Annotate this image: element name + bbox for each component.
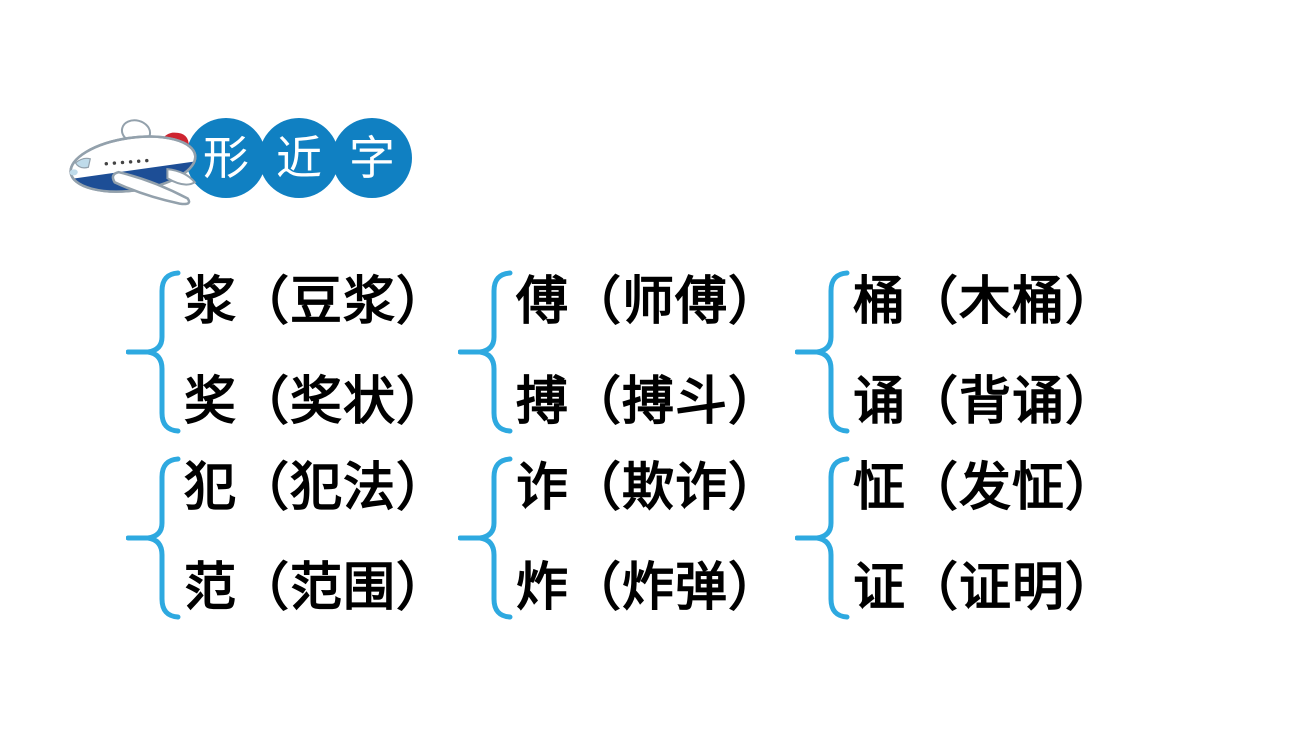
char-pair-line: 奖（奖状）	[184, 373, 450, 431]
char-pair-line: 范（范围）	[184, 559, 450, 617]
pair-lines: 怔（发怔） 证（证明）	[853, 438, 1118, 638]
similar-chars-group: 傅（师傅） 搏（搏斗）	[458, 252, 781, 452]
char-pair-line: 怔（发怔）	[853, 459, 1119, 517]
char-pair-line: 搏（搏斗）	[516, 373, 782, 431]
brace-icon	[795, 270, 850, 434]
plane-icon	[60, 108, 212, 210]
char-pair-line: 诵（背诵）	[853, 373, 1119, 431]
similar-chars-group: 怔（发怔） 证（证明）	[795, 438, 1118, 638]
char-pair-line: 桶（木桶）	[853, 273, 1119, 331]
title-badge: 形 近 字	[186, 118, 412, 198]
title-char: 形	[203, 132, 249, 184]
char-pair-line: 浆（豆浆）	[184, 273, 450, 331]
pair-lines: 桶（木桶） 诵（背诵）	[853, 252, 1118, 452]
brace-icon	[126, 456, 181, 620]
brace-icon	[458, 456, 513, 620]
similar-chars-group: 犯（犯法） 范（范围）	[126, 438, 449, 638]
pair-lines: 诈（欺诈） 炸（炸弹）	[516, 438, 781, 638]
brace-icon	[126, 270, 181, 434]
char-pair-line: 犯（犯法）	[184, 459, 450, 517]
title-circle: 近	[259, 118, 339, 198]
char-pair-line: 傅（师傅）	[516, 273, 782, 331]
title-circle: 字	[332, 118, 412, 198]
title-char: 近	[276, 132, 322, 184]
pair-lines: 犯（犯法） 范（范围）	[184, 438, 449, 638]
char-pair-line: 证（证明）	[853, 559, 1119, 617]
similar-chars-group: 浆（豆浆） 奖（奖状）	[126, 252, 449, 452]
title-char: 字	[349, 132, 395, 184]
similar-chars-group: 诈（欺诈） 炸（炸弹）	[458, 438, 781, 638]
plane-icon-svg	[69, 119, 199, 206]
title-circle: 形	[186, 118, 266, 198]
brace-icon	[458, 270, 513, 434]
pair-lines: 浆（豆浆） 奖（奖状）	[184, 252, 449, 452]
brace-icon	[795, 456, 850, 620]
similar-chars-group: 桶（木桶） 诵（背诵）	[795, 252, 1118, 452]
pair-lines: 傅（师傅） 搏（搏斗）	[516, 252, 781, 452]
char-pair-line: 诈（欺诈）	[516, 459, 782, 517]
char-pair-line: 炸（炸弹）	[516, 559, 782, 617]
